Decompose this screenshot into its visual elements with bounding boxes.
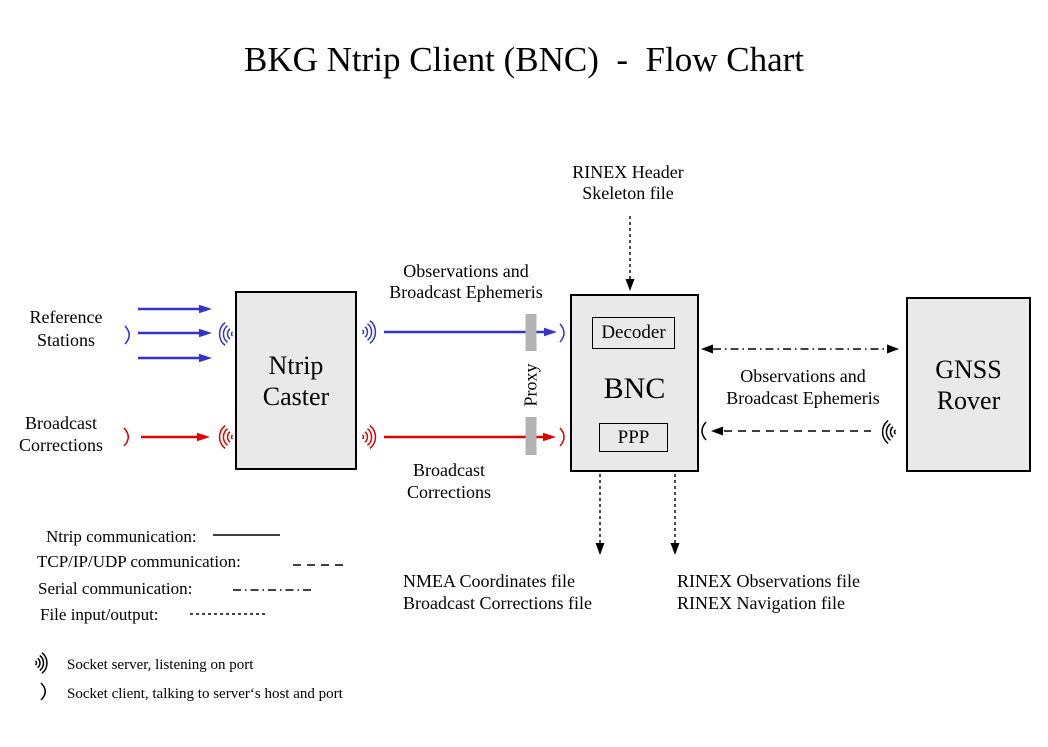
legend-socket-client-icon <box>40 682 46 701</box>
caster-out-obs-socket-server-icon <box>361 320 377 344</box>
legend-socket-server-icon <box>34 652 48 674</box>
obs-stream-arrow <box>384 327 557 337</box>
proxy-label: Proxy <box>520 363 541 407</box>
legend-socket-client-label: Socket client, talking to server‘s host … <box>67 686 343 702</box>
tcp-link-arrow <box>711 426 871 436</box>
node-ppp: PPP <box>599 423 668 452</box>
rover-socket-server-icon <box>881 420 897 444</box>
decoder-label: Decoder <box>601 322 666 343</box>
caster-corr-socket-server-icon <box>218 425 234 449</box>
bnc-rover-socket-client-icon <box>701 421 707 441</box>
broadcast-corrections-input-label: Broadcast Corrections <box>19 413 103 455</box>
bnc-corr-socket-client-icon <box>559 427 565 447</box>
ppp-label: PPP <box>617 426 650 448</box>
caster-out-corr-socket-server-icon <box>361 425 377 449</box>
rinex-header-label: RINEX Header Skeleton file <box>572 162 684 203</box>
broadcast-corrections-mid-label: Broadcast Corrections <box>407 460 491 502</box>
caster-obs-socket-server-icon <box>218 322 234 346</box>
legend-tcp-label: TCP/IP/UDP communication: <box>37 552 241 571</box>
nmea-output-label: NMEA Coordinates file Broadcast Correcti… <box>403 571 592 613</box>
legend-serial-label: Serial communication: <box>38 579 193 598</box>
node-ntrip-caster: Ntrip Caster <box>235 291 357 470</box>
nmea-output-arrow <box>595 474 605 555</box>
reference-socket-client-icon <box>124 325 130 345</box>
node-decoder: Decoder <box>592 317 675 349</box>
observations-right-label: Observations and Broadcast Ephemeris <box>726 366 880 408</box>
legend-socket-server-label: Socket server, listening on port <box>67 657 254 673</box>
ntrip-caster-label: Ntrip Caster <box>262 350 330 411</box>
bnc-obs-socket-client-icon <box>559 323 565 343</box>
corrections-stream-arrow <box>384 432 556 442</box>
bnc-label: BNC <box>603 372 666 405</box>
gnss-rover-label: GNSS Rover <box>935 354 1002 415</box>
serial-link-arrow <box>701 344 899 354</box>
page-title: BKG Ntrip Client (BNC) - Flow Chart <box>244 40 804 79</box>
reference-stations-label: Reference Stations <box>29 307 103 350</box>
reference-input-arrows <box>138 304 212 363</box>
observations-top-label: Observations and Broadcast Ephemeris <box>389 261 543 302</box>
legend-file-label: File input/output: <box>40 605 159 624</box>
corrections-input-arrow <box>141 432 210 442</box>
corrections-socket-client-icon <box>123 427 129 447</box>
proxy-bars <box>525 314 537 455</box>
legend-ntrip-label: Ntrip communication: <box>46 527 197 546</box>
rinex-skeleton-arrow <box>625 216 635 291</box>
rinex-output-arrow <box>670 474 680 555</box>
node-gnss-rover: GNSS Rover <box>906 297 1031 472</box>
rinex-output-label: RINEX Observations file RINEX Navigation… <box>677 571 860 613</box>
